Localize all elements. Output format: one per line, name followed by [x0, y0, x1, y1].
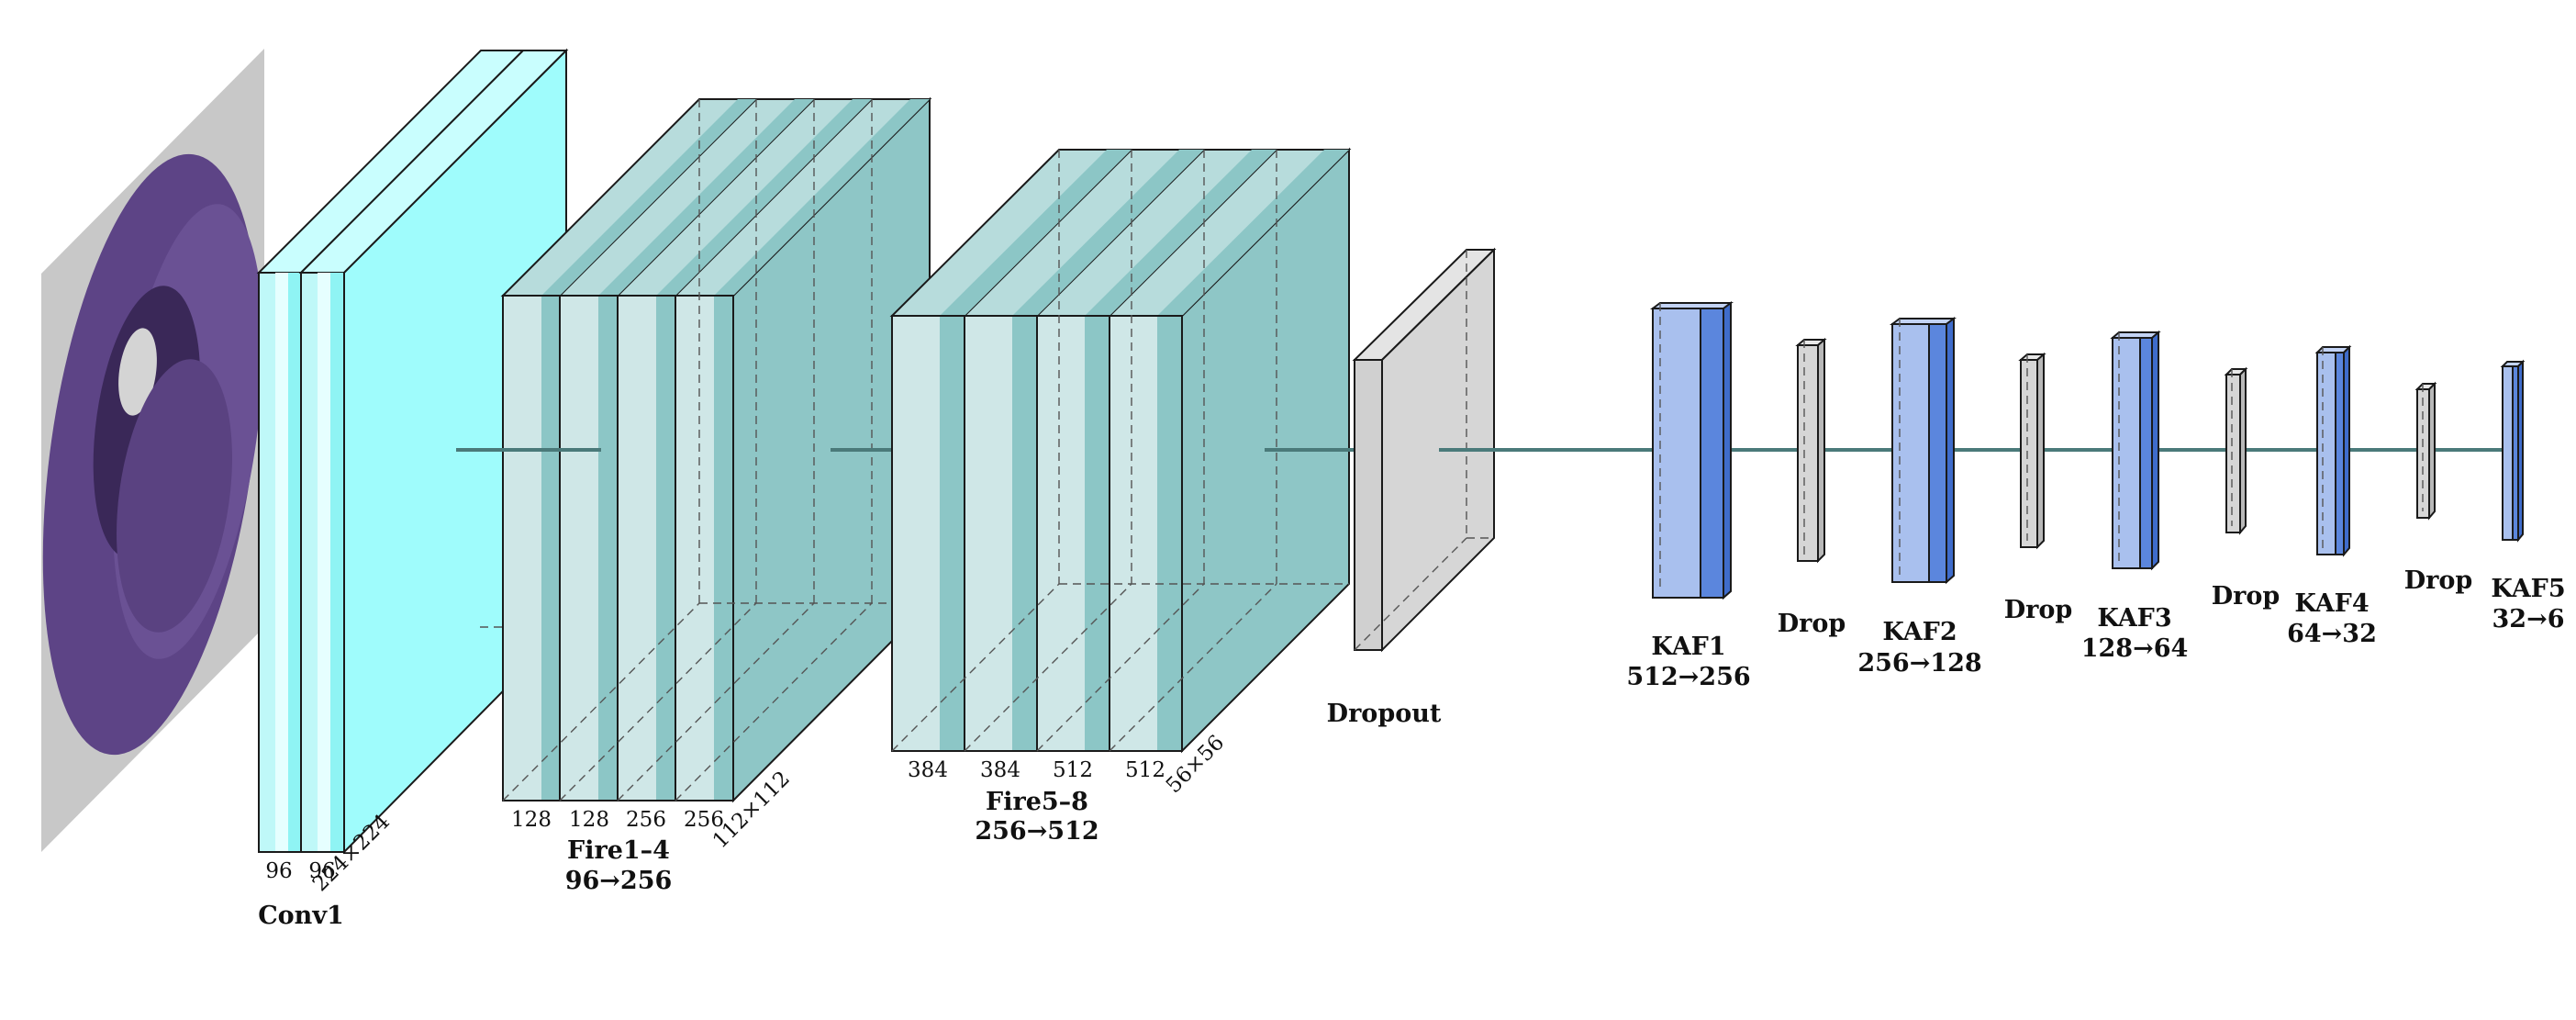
drop3-name-label: Drop	[2212, 582, 2280, 611]
kaf1-name-label: KAF1	[1651, 633, 1725, 661]
kaf3-name-label: KAF3	[2097, 604, 2171, 633]
kaf1-block	[1650, 301, 1734, 600]
drop4-name-label: Drop	[2404, 566, 2473, 595]
kaf2-dims-label: 256→128	[1857, 649, 1981, 678]
fire5-channel-label-4: 512	[1125, 758, 1165, 782]
kaf1-dims-label: 512→256	[1626, 663, 1750, 691]
kaf4-dims-label: 64→32	[2287, 620, 2377, 648]
kaf5-block	[2500, 359, 2526, 543]
purple-ring-icon	[42, 153, 264, 756]
kaf2-name-label: KAF2	[1882, 618, 1957, 646]
input-image	[41, 49, 264, 852]
fire5-channel-label-1: 384	[908, 758, 948, 782]
fire1-channel-label-1: 128	[511, 808, 552, 832]
drop2-name-label: Drop	[2004, 596, 2073, 624]
fire5-name-label: Fire5–8	[986, 788, 1088, 816]
conv1-name-label: Conv1	[258, 902, 344, 930]
kaf4-name-label: KAF4	[2294, 589, 2369, 618]
kaf5-name-label: KAF5	[2491, 575, 2565, 603]
conv1-channel-label-2: 96	[308, 859, 335, 883]
dropout-block	[1352, 247, 1497, 653]
conv1-channel-label-1: 96	[265, 859, 292, 883]
drop2-block	[2018, 352, 2046, 550]
kaf3-dims-label: 128→64	[2081, 634, 2189, 663]
kaf3-block	[2110, 330, 2161, 571]
drop1-name-label: Drop	[1778, 610, 1846, 638]
fire5-dims-label: 256→512	[975, 817, 1098, 846]
drop4-block	[2414, 381, 2437, 521]
kaf2-block	[1890, 317, 1957, 585]
kaf4-block	[2314, 344, 2352, 557]
kaf5-dims-label: 32→6	[2492, 605, 2565, 633]
fire5-channel-label-3: 512	[1053, 758, 1093, 782]
fire1-dims-label: 96→256	[565, 867, 673, 895]
fire1-name-label: Fire1–4	[567, 836, 670, 865]
fire1-channel-label-2: 128	[569, 808, 609, 832]
fire5-block	[889, 147, 1352, 754]
drop3-block	[2224, 366, 2248, 535]
dropout-name-label: Dropout	[1327, 700, 1442, 728]
fire1-channel-label-3: 256	[626, 808, 666, 832]
fire5-channel-label-2: 384	[980, 758, 1020, 782]
fire1-channel-label-4: 256	[684, 808, 724, 832]
drop1-block	[1795, 337, 1827, 564]
